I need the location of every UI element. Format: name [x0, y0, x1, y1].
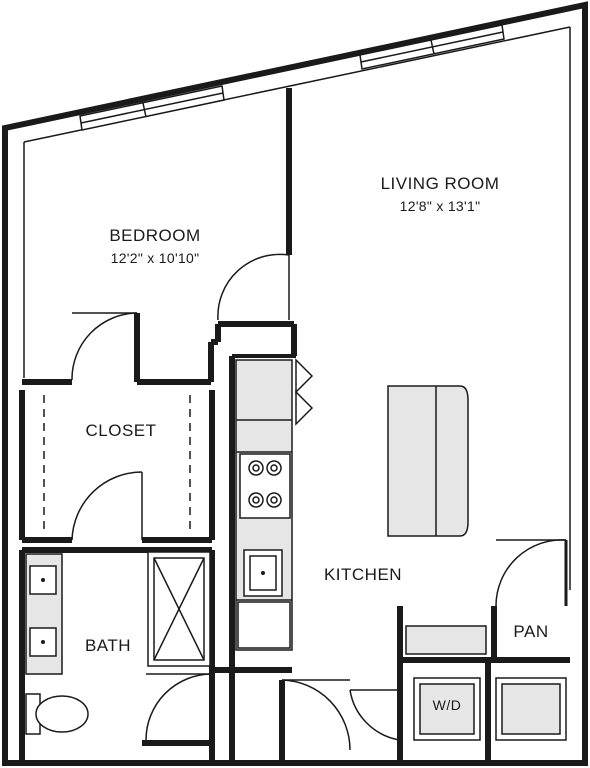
window-bedroom: [79, 85, 225, 131]
stove-icon: [239, 453, 291, 519]
bath-vanity: [25, 553, 63, 675]
washer-dryer-icon: [413, 677, 481, 741]
living-room-dimensions: 12'8" x 13'1": [399, 198, 481, 214]
living-room-label: LIVING ROOM: [380, 174, 500, 193]
bedroom-label: BEDROOM: [109, 226, 201, 245]
utility-closet: [495, 677, 567, 741]
window-living-room: [359, 24, 505, 70]
kitchen-sink-icon: [243, 549, 283, 597]
toilet-icon: [25, 693, 89, 735]
washer-dryer-label: W/D: [432, 697, 462, 713]
kitchen-island: [387, 385, 469, 537]
kitchen-label: KITCHEN: [323, 565, 403, 584]
shower-icon: [147, 551, 211, 667]
partition-walls: [19, 88, 570, 763]
bath-label: BATH: [84, 636, 132, 655]
pantry-label: PAN: [513, 622, 549, 641]
refrigerator-icon: [237, 601, 291, 649]
pantry-shelf: [405, 625, 487, 655]
bedroom-dimensions: 12'2" x 10'10": [110, 250, 200, 266]
closet-rods: [43, 395, 191, 535]
closet-label: CLOSET: [85, 421, 157, 440]
door-swings: [71, 253, 567, 751]
